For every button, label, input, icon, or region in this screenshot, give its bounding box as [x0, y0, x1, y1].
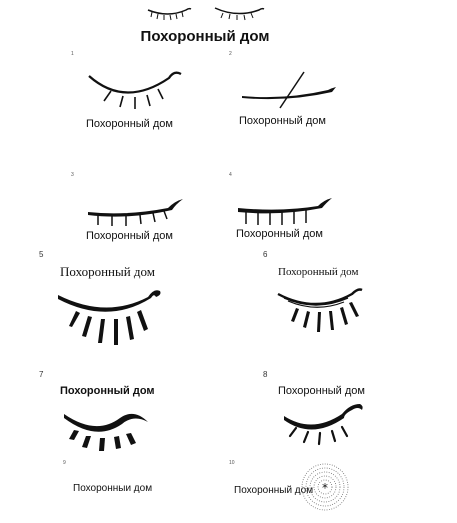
- logo-mark-5-icon: [58, 290, 161, 345]
- logo-label-9: Похоронныи дом: [73, 483, 153, 494]
- logo-number-3: 3: [71, 172, 74, 178]
- logo-label-3: Похоронный дом: [86, 230, 173, 242]
- logo-label-6: Похоронный дом: [278, 266, 359, 278]
- logo-number-1: 1: [71, 51, 74, 57]
- logo-label-10: Похоронный дом: [234, 485, 314, 496]
- logo-number-7: 7: [39, 370, 44, 379]
- logo-number-2: 2: [229, 51, 232, 57]
- logo-label-4: Похоронный дом: [236, 228, 323, 240]
- logo-mark-6-icon: [277, 288, 363, 332]
- logo-mark-10-icon: *: [301, 463, 349, 511]
- logo-number-4: 4: [229, 172, 232, 178]
- logo-mark-8-icon: [284, 404, 363, 446]
- page-title: Похоронный дом: [140, 28, 270, 45]
- logo-mark-3-icon: [88, 199, 183, 226]
- logo-mark-2-icon: [242, 71, 336, 109]
- logo-number-10: 10: [229, 460, 235, 466]
- logo-label-8: Похоронный дом: [278, 385, 365, 397]
- header-eye-left-icon: [147, 7, 192, 21]
- logo-number-6: 6: [263, 250, 268, 259]
- logo-number-9: 9: [63, 460, 66, 466]
- logo-mark-7-icon: [64, 413, 148, 451]
- logo-label-1: Похоронный дом: [86, 118, 173, 130]
- logo-number-8: 8: [263, 370, 268, 379]
- logo-number-5: 5: [39, 250, 44, 259]
- logo-mark-4-icon: [238, 198, 332, 225]
- logo-mark-1-icon: [88, 71, 182, 109]
- svg-text:*: *: [322, 481, 328, 495]
- header-eye-right-icon: [214, 7, 265, 21]
- logo-label-5: Похоронный дом: [60, 264, 156, 279]
- logo-label-7: Похоронный дом: [60, 385, 155, 397]
- logo-label-2: Похоронный дом: [239, 115, 326, 127]
